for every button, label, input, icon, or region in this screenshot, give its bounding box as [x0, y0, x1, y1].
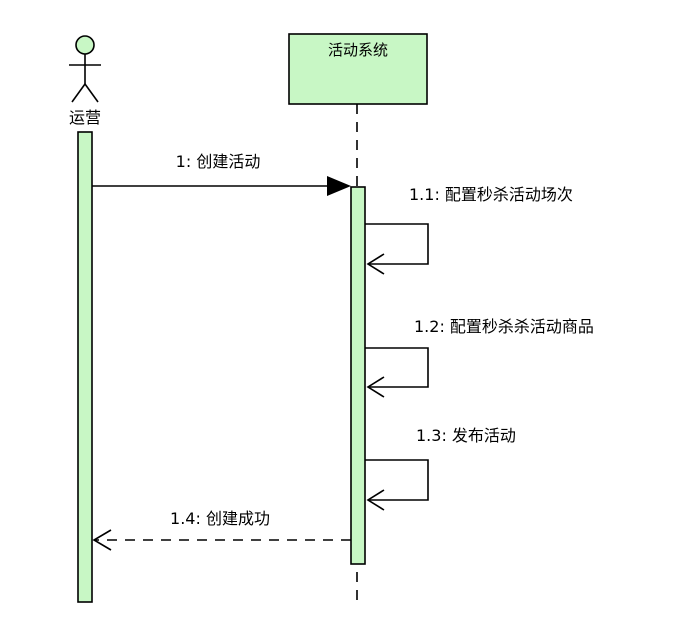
actor-head-icon [75, 35, 95, 55]
actor-figure [69, 35, 101, 103]
actor-label: 运营 [69, 108, 101, 127]
open-arrowhead-icon [92, 529, 112, 551]
message-1-4: 1.4: 创建成功 [92, 509, 351, 551]
self-call-loop-1 [365, 223, 429, 265]
message-1-2: 1.2: 配置秒杀杀活动商品 [365, 317, 594, 398]
system-activation-bar [350, 186, 366, 565]
message-1-label: 1: 创建活动 [176, 152, 261, 171]
self-call-loop-3 [365, 459, 429, 501]
filled-arrowhead-icon [327, 176, 351, 196]
actor-activation-bar [77, 131, 93, 603]
message-1-3: 1.3: 发布活动 [365, 426, 516, 511]
message-1: 1: 创建活动 [92, 152, 351, 196]
open-arrowhead-icon [366, 253, 385, 275]
message-1-3-label: 1.3: 发布活动 [416, 426, 516, 445]
open-arrowhead-icon [366, 376, 385, 398]
system-label: 活动系统 [328, 41, 388, 59]
message-1-1-label: 1.1: 配置秒杀活动场次 [409, 185, 573, 204]
message-1-4-label: 1.4: 创建成功 [170, 509, 270, 528]
message-1-2-label: 1.2: 配置秒杀杀活动商品 [414, 317, 594, 336]
system-lifeline-box [288, 33, 428, 105]
self-call-loop-2 [365, 347, 429, 388]
open-arrowhead-icon [366, 489, 385, 511]
message-1-1: 1.1: 配置秒杀活动场次 [365, 185, 573, 275]
